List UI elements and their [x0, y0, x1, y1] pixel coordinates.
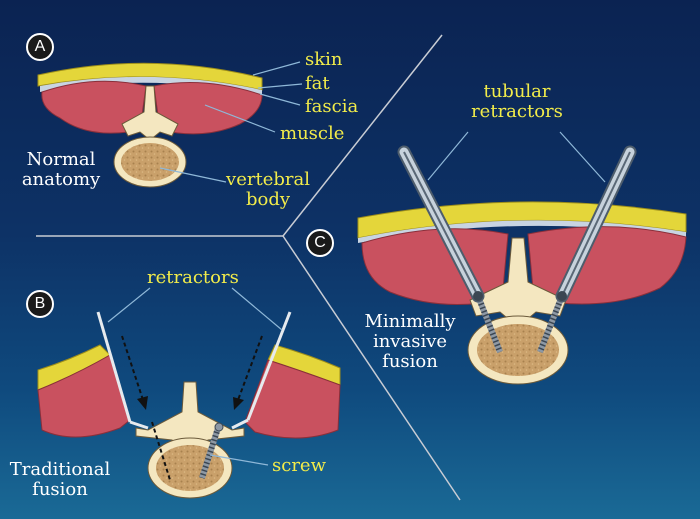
label-vertebral-body: vertebral body [222, 170, 314, 210]
caption-normal-anatomy: Normal anatomy [16, 150, 106, 190]
caption-traditional-fusion: Traditional fusion [4, 460, 116, 500]
label-screw: screw [272, 456, 326, 476]
caption-minimally-invasive-fusion: Minimally invasive fusion [352, 312, 468, 372]
panel-c-leader-lines [428, 132, 605, 182]
label-fat: fat [305, 74, 330, 94]
vertebra-posterior-b [136, 382, 244, 446]
panel-b-badge: B [26, 290, 54, 318]
panel-c-badge: C [306, 229, 334, 257]
label-skin: skin [305, 50, 343, 70]
muscle-right-c [528, 227, 686, 304]
label-muscle: muscle [280, 124, 344, 144]
label-tubular-retractors: tubular retractors [462, 82, 572, 122]
label-retractors: retractors [147, 268, 239, 288]
panel-a-badge: A [26, 33, 54, 61]
label-fascia: fascia [305, 97, 358, 117]
